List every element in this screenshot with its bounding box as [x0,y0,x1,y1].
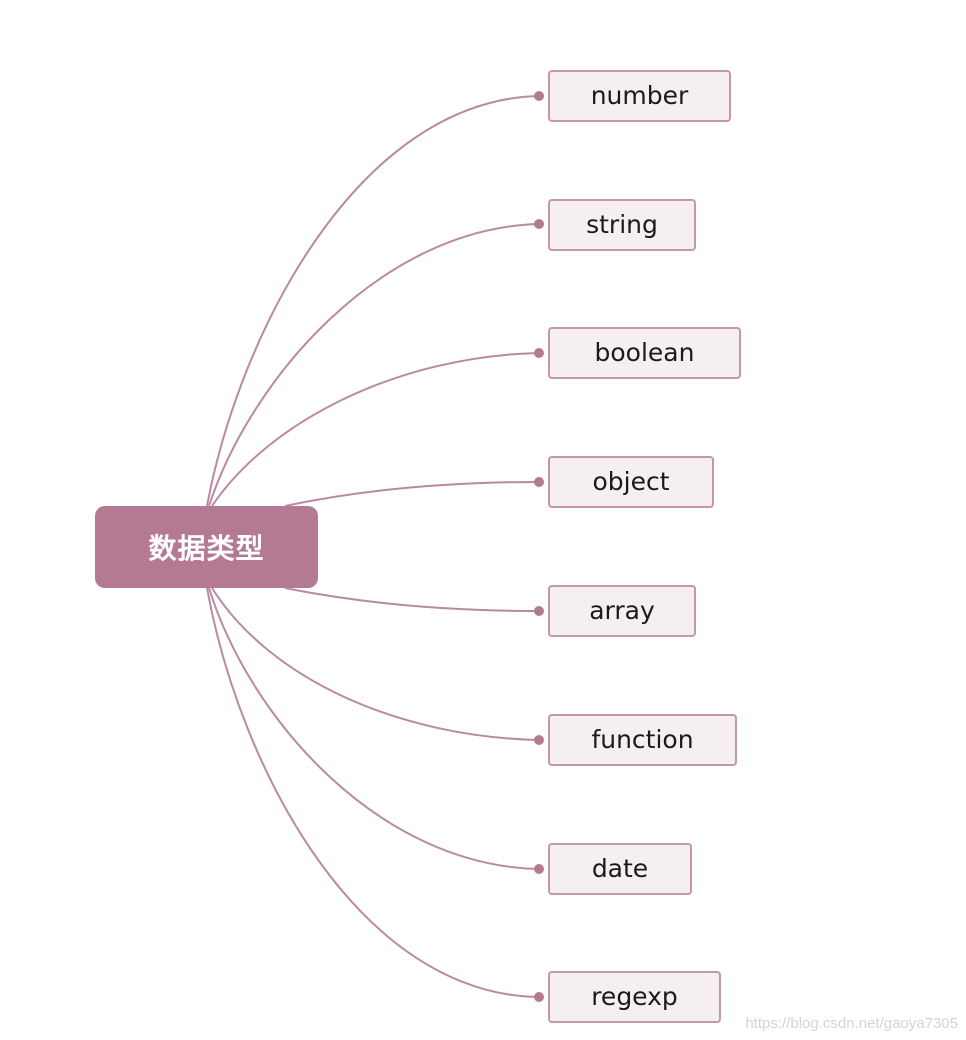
connector-dot-boolean [534,348,544,358]
node-label-regexp: regexp [591,981,678,1011]
connector-object [284,481,540,507]
node-label-boolean: boolean [594,337,695,367]
node-number[interactable]: number [548,70,731,122]
node-label-date: date [591,853,649,883]
connector-array [284,587,540,612]
node-label-array: array [589,595,655,625]
connector-dot-date [534,864,544,874]
node-label-string: string [586,209,658,239]
node-array[interactable]: array [548,585,696,637]
connector-date [208,587,540,870]
root-node-label: 数据类型 [148,532,265,565]
connector-dot-string [534,219,544,229]
connector-boolean [211,352,540,507]
node-date[interactable]: date [548,843,692,895]
connector-dot-array [534,606,544,616]
root-node[interactable]: 数据类型 [95,506,318,588]
watermark-text: https://blog.csdn.net/gaoya7305 [745,1015,958,1032]
node-object[interactable]: object [548,456,714,508]
node-label-object: object [592,466,670,496]
connector-dot-object [534,477,544,487]
connector-function [211,587,540,741]
node-regexp[interactable]: regexp [548,971,721,1023]
node-label-function: function [591,724,694,754]
connector-string [208,223,540,507]
connector-number [206,95,540,507]
node-label-number: number [590,80,689,110]
node-function[interactable]: function [548,714,737,766]
connector-dot-regexp [534,992,544,1002]
connector-dot-number [534,91,544,101]
node-string[interactable]: string [548,199,696,251]
connector-regexp [206,587,540,998]
node-boolean[interactable]: boolean [548,327,741,379]
connector-dot-function [534,735,544,745]
